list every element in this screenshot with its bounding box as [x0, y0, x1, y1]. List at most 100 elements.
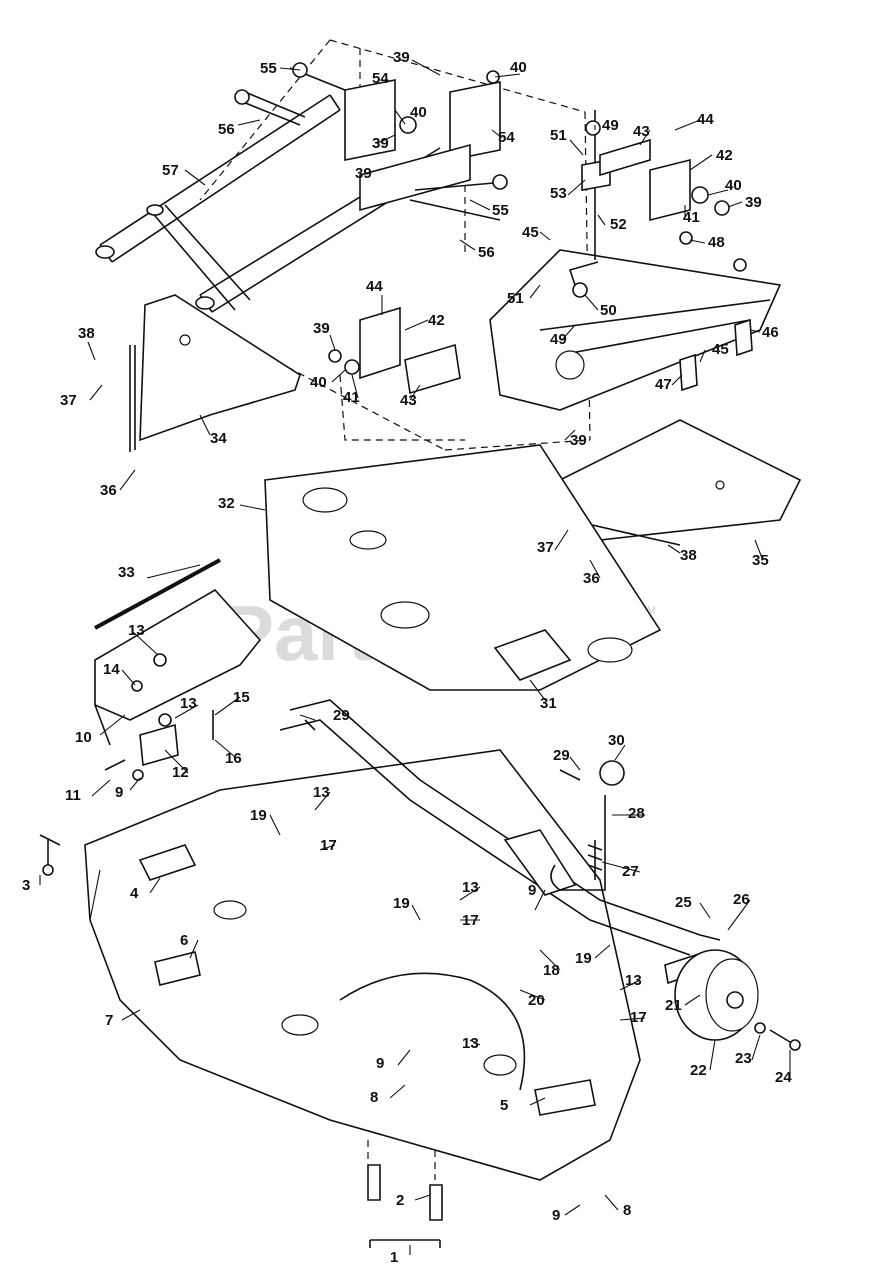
label-36-a: 36: [100, 482, 117, 499]
decal-6: [154, 951, 201, 986]
label-16: 16: [225, 750, 242, 767]
deck-spindle-housing: [339, 972, 526, 1091]
label-55-b: 55: [492, 202, 509, 219]
label-39-d: 39: [313, 320, 330, 337]
label-51-b: 51: [507, 290, 524, 307]
label-36-b: 36: [583, 570, 600, 587]
label-45-b: 45: [712, 341, 729, 358]
deck-hole-center: [281, 1014, 319, 1036]
label-33: 33: [118, 564, 135, 581]
label-52: 52: [610, 216, 627, 233]
pin-2-left: [367, 1164, 381, 1201]
plate-spindle-hole-right: [587, 637, 633, 663]
plate-spindle-hole-left: [380, 601, 430, 629]
label-45-a: 45: [522, 224, 539, 241]
spacer-43-right: [599, 138, 651, 177]
spacer-46: [734, 318, 753, 357]
nut-39-right: [714, 200, 730, 216]
label-13-f: 13: [462, 1035, 479, 1052]
label-53: 53: [550, 185, 567, 202]
label-30: 30: [608, 732, 625, 749]
bolt-head-55-lower: [492, 174, 508, 190]
label-13-b: 13: [180, 695, 197, 712]
label-8-a: 8: [370, 1089, 378, 1106]
label-56-b: 56: [478, 244, 495, 261]
label-55-a: 55: [260, 60, 277, 77]
spacer-47: [679, 353, 698, 392]
label-40-d: 40: [310, 374, 327, 391]
knob-30: [599, 760, 625, 786]
label-42-a: 42: [716, 147, 733, 164]
wheel-hub: [726, 991, 744, 1009]
bottom-pins: [367, 1140, 443, 1248]
adjust-plate-hole: [555, 350, 585, 380]
nut-48b: [733, 258, 747, 272]
label-15: 15: [233, 689, 250, 706]
label-40-a: 40: [510, 59, 527, 76]
bracket-dashed-guide: [339, 374, 465, 441]
handle-28: [550, 795, 606, 891]
label-41-b: 41: [343, 389, 360, 406]
bracket-12: [139, 723, 179, 767]
washer-40-left: [344, 359, 360, 375]
plate-spindle-hole-top: [302, 487, 348, 513]
mounting-plate-32: [264, 444, 662, 691]
label-25: 25: [675, 894, 692, 911]
label-9-b: 9: [528, 882, 536, 899]
label-32: 32: [218, 495, 235, 512]
mower-deck-7: [39, 749, 641, 1181]
nut-13-top: [153, 653, 167, 667]
label-23: 23: [735, 1050, 752, 1067]
label-24: 24: [775, 1069, 792, 1086]
label-57: 57: [162, 162, 179, 179]
bracket-42-right: [649, 158, 691, 222]
nut-48: [679, 231, 693, 245]
part-number-labels: 1 2 3 4 5 6 7 8 8 9 9 9 9 10 11 12 13 13…: [22, 49, 792, 1266]
right-shield-hole: [715, 480, 725, 490]
rod-33: [94, 558, 221, 630]
label-41-a: 41: [683, 209, 700, 226]
label-17-a: 17: [320, 837, 337, 854]
rod-end-cap-top: [146, 204, 164, 216]
mounting-plate: [264, 444, 662, 691]
label-26: 26: [733, 891, 750, 908]
spring-27: [587, 840, 603, 880]
label-46: 46: [762, 324, 779, 341]
decal-5: [534, 1079, 596, 1116]
bolts-lower: [409, 181, 506, 221]
adjust-plate-ribs: [539, 299, 771, 356]
label-54-b: 54: [498, 129, 515, 146]
label-3: 3: [22, 877, 30, 894]
label-37-a: 37: [60, 392, 77, 409]
label-47: 47: [655, 376, 672, 393]
bolt-head-56: [234, 89, 250, 105]
label-leader-lines: [39, 59, 791, 1255]
label-38-a: 38: [78, 325, 95, 342]
spacer-43-left: [404, 343, 461, 395]
leader-lines: [39, 59, 791, 1255]
label-39-a: 39: [393, 49, 410, 66]
nut-39-left: [328, 349, 342, 363]
label-13-a: 13: [128, 622, 145, 639]
label-13-e: 13: [625, 972, 642, 989]
nut-49-upper: [585, 120, 601, 136]
lever-rod-lower: [279, 719, 691, 956]
label-9-a: 9: [115, 784, 123, 801]
label-44-a: 44: [697, 111, 714, 128]
shield-hole: [179, 334, 191, 346]
label-42-b: 42: [428, 312, 445, 329]
left-shield-plate: [139, 294, 301, 442]
lift-cross-bar: [149, 204, 251, 311]
label-5: 5: [500, 1097, 508, 1114]
label-9-c: 9: [376, 1055, 384, 1072]
label-19-b: 19: [393, 895, 410, 912]
bolt-3-head: [42, 864, 54, 876]
label-29-a: 29: [333, 707, 350, 724]
label-43-a: 43: [633, 123, 650, 140]
label-18: 18: [543, 962, 560, 979]
rod-end-cap-right: [195, 296, 215, 310]
clip-1: [369, 1239, 441, 1248]
label-39-b: 39: [355, 165, 372, 182]
bolt-24-head: [789, 1039, 801, 1051]
